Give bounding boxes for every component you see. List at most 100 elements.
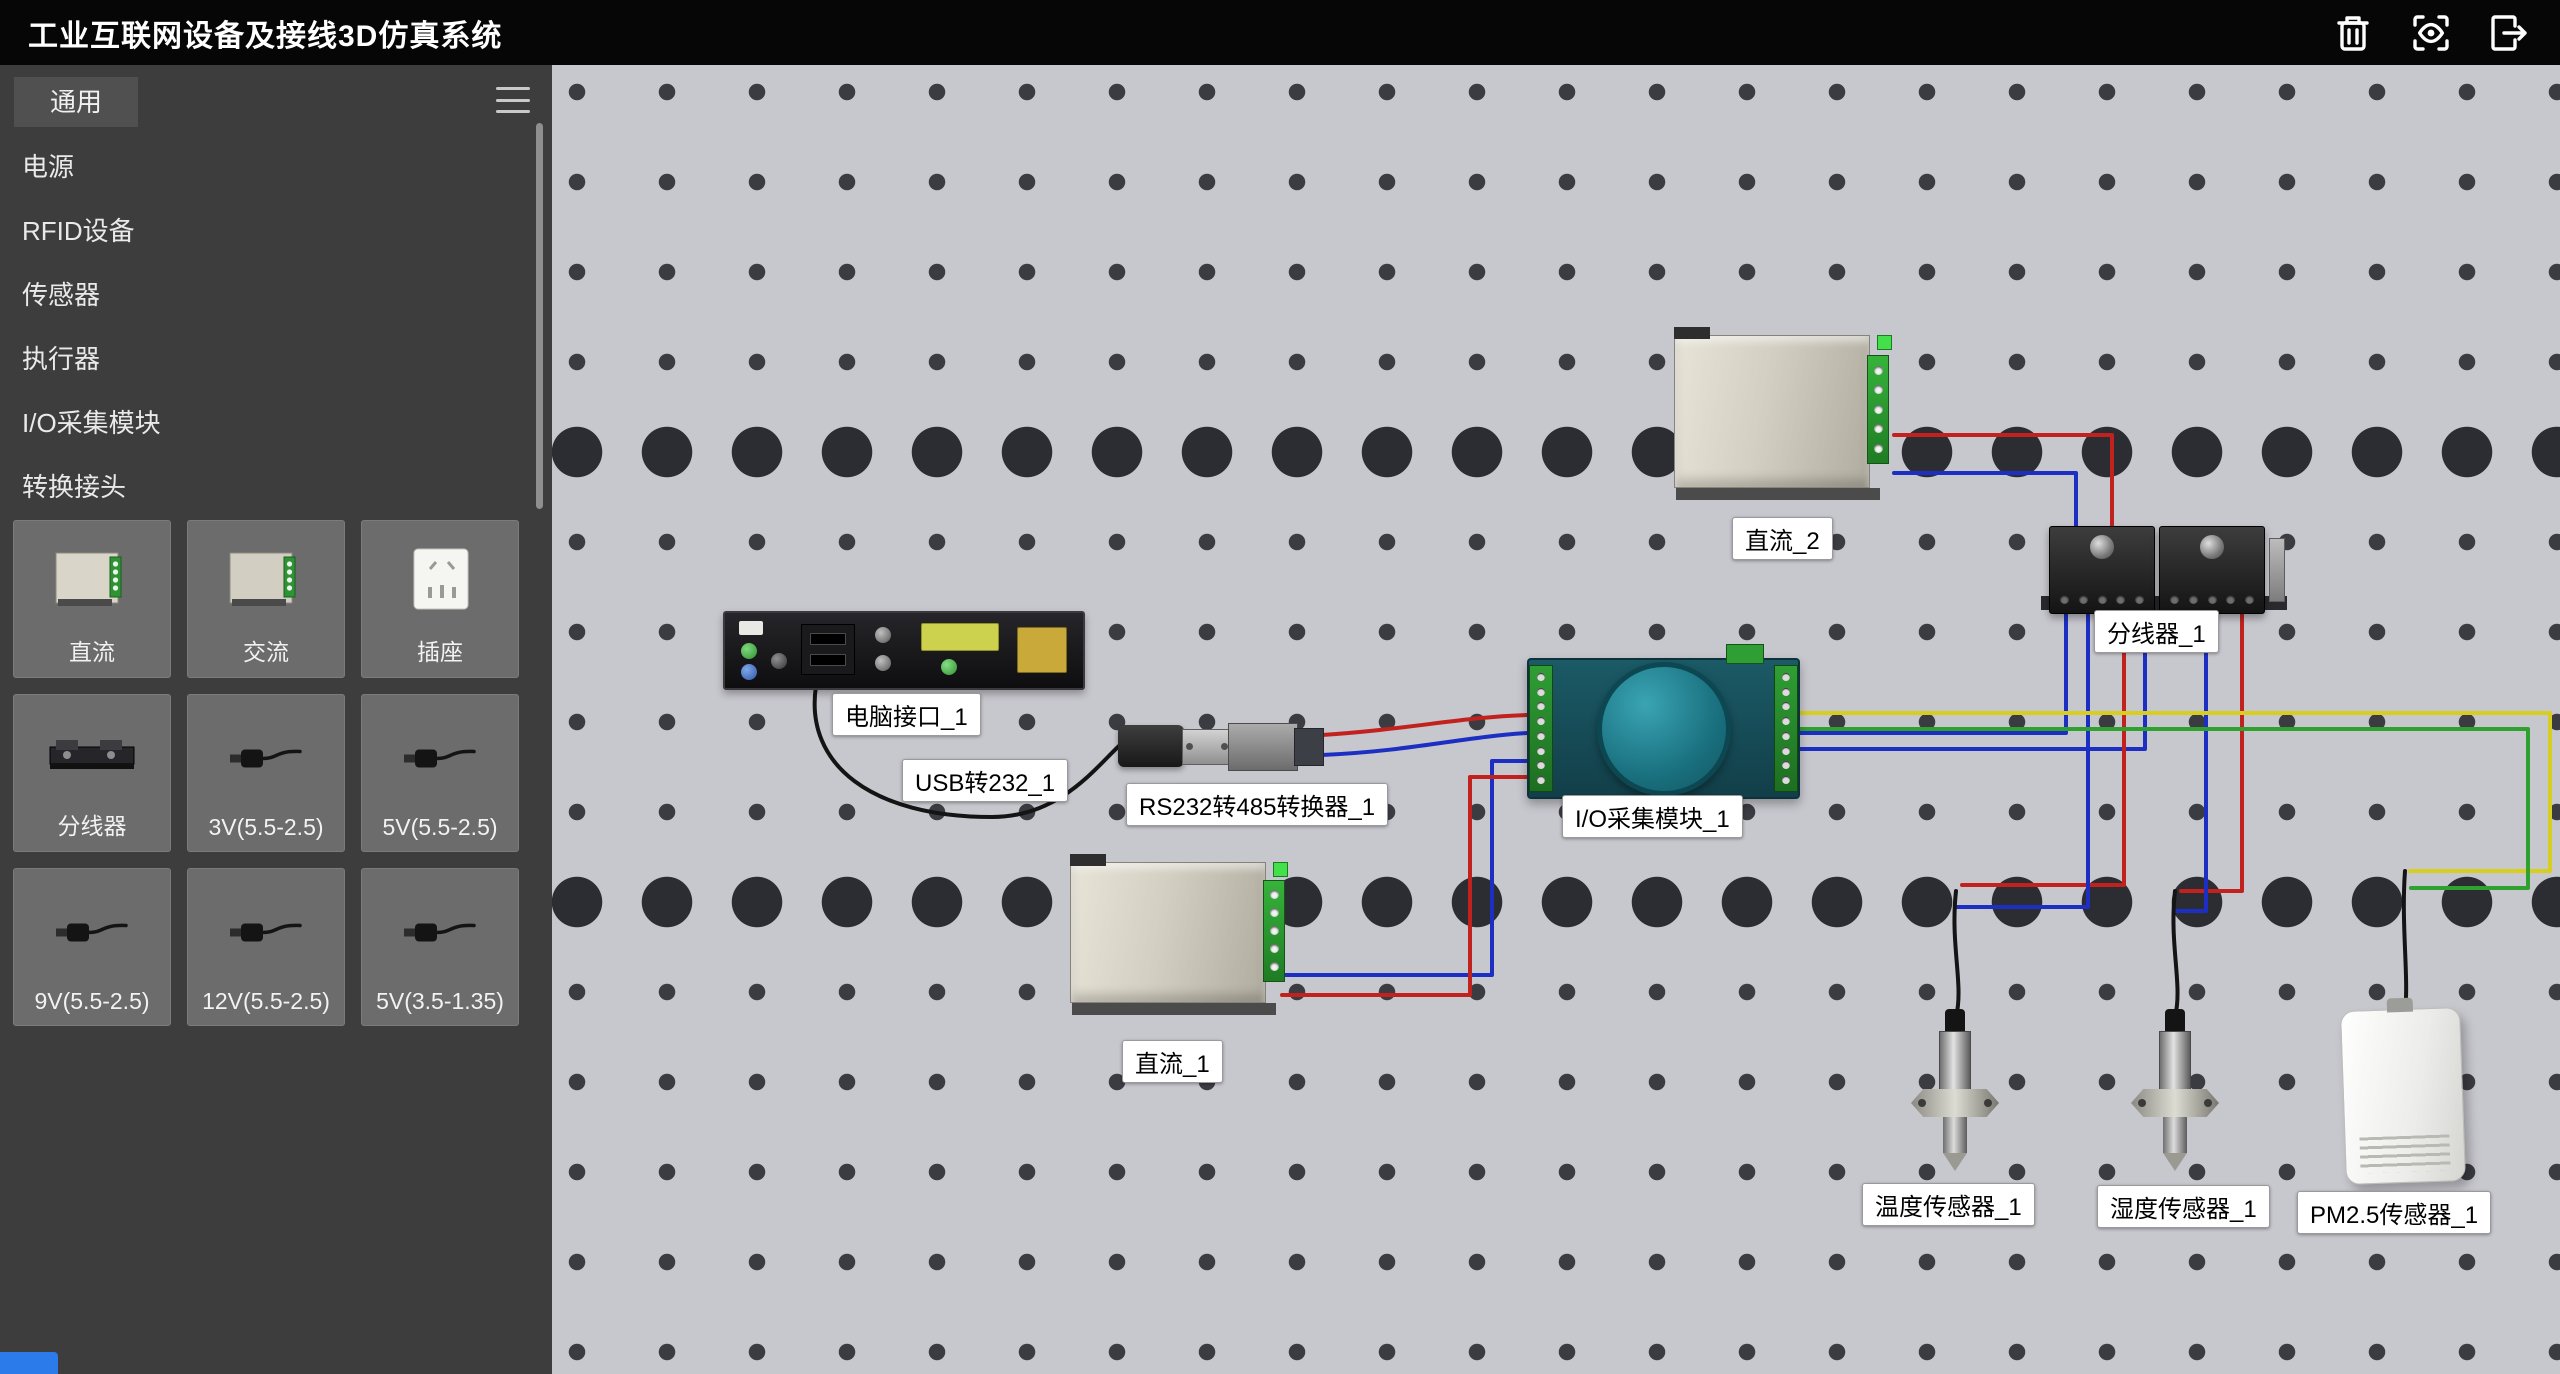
pc-usb-ports	[801, 624, 855, 675]
pc-yellow-block	[1017, 627, 1067, 673]
tile-label: 5V(3.5-1.35)	[376, 988, 504, 1015]
sidebar: 通用 电源 RFID设备 传感器 执行器 I/O采集模块 转换接头 直流	[0, 65, 552, 1374]
sidebar-scrollbar[interactable]	[536, 123, 543, 509]
component-tile-5v-b[interactable]: 5V(3.5-1.35)	[361, 868, 519, 1026]
probe-lower-body	[1943, 1115, 1967, 1153]
probe-cable-gland	[2165, 1009, 2185, 1033]
psu-base	[1072, 1003, 1276, 1015]
pc-audio-port-green	[741, 643, 757, 659]
io-disc	[1597, 662, 1731, 796]
component-palette: 直流 交流	[13, 520, 539, 1026]
sidebar-item-actuators[interactable]: 执行器	[0, 327, 532, 391]
device-humidity-sensor-1[interactable]	[2130, 1009, 2220, 1171]
component-tile-socket[interactable]: 插座	[361, 520, 519, 678]
tile-label: 交流	[243, 633, 289, 667]
probe-upper-body	[1939, 1031, 1971, 1091]
device-label: USB转232_1	[902, 759, 1068, 802]
ac-power-thumbnail	[216, 529, 316, 633]
cable-pm25-sensor	[2404, 871, 2406, 1013]
device-label: I/O采集模块_1	[1562, 795, 1743, 838]
probe-lower-body	[2163, 1115, 2187, 1153]
wire-blue-splitter-to-temp	[1956, 612, 2088, 907]
sidebar-item-sensors[interactable]: 传感器	[0, 263, 532, 327]
psu-terminal-strip	[1867, 355, 1889, 464]
wire-red-splitter-to-humidity	[2181, 612, 2242, 891]
bottom-left-partial-button[interactable]	[0, 1352, 58, 1374]
workspace-canvas[interactable]: 直流_2 电脑接口_1 USB转232_1 RS232转485转换器_1	[552, 65, 2560, 1374]
plug-thumbnail	[216, 703, 316, 814]
wire-green-io-to-pm25	[1796, 729, 2528, 888]
device-dc-power-2[interactable]	[1674, 327, 1894, 500]
exit-button[interactable]	[2480, 7, 2538, 59]
device-pm25-sensor-1[interactable]	[2340, 1007, 2466, 1185]
probe-upper-body	[2159, 1031, 2191, 1091]
device-io-module-1[interactable]	[1527, 658, 1800, 799]
wire-red-dc2-to-splitter	[1894, 435, 2112, 526]
screw-icon	[2090, 535, 2114, 559]
probe-mount-bracket	[2131, 1089, 2219, 1117]
view-button[interactable]	[2402, 7, 2460, 59]
page-title: 工业互联网设备及接线3D仿真系统	[28, 11, 502, 55]
plug-thumbnail	[390, 877, 490, 988]
component-tile-9v[interactable]: 9V(5.5-2.5)	[13, 868, 171, 1026]
menu-icon[interactable]	[496, 87, 530, 113]
device-pc-interface-1[interactable]	[723, 611, 1085, 690]
pc-port-dark	[771, 653, 787, 669]
splitter-block	[2049, 526, 2155, 614]
device-label: 直流_1	[1122, 1040, 1223, 1083]
device-label: PM2.5传感器_1	[2297, 1191, 2491, 1234]
psu-notch	[1674, 327, 1710, 339]
wire-blue-converter-to-io	[1322, 733, 1527, 755]
psu-led	[1273, 862, 1288, 877]
pc-yellow-label	[921, 623, 999, 651]
usb232-body	[1118, 725, 1184, 767]
device-label: 电脑接口_1	[832, 693, 981, 736]
scrollbar-thumb[interactable]	[536, 123, 543, 509]
device-splitter-1[interactable]	[2049, 526, 2269, 612]
device-label: 湿度传感器_1	[2097, 1185, 2270, 1228]
splitter-thumbnail	[42, 703, 142, 807]
psu-terminal-strip	[1263, 880, 1285, 982]
device-temp-sensor-1[interactable]	[1910, 1009, 2000, 1171]
probe-cable-gland	[1945, 1009, 1965, 1033]
tile-label: 直流	[69, 633, 115, 667]
device-dc-power-1[interactable]	[1070, 854, 1290, 1015]
tile-label: 9V(5.5-2.5)	[34, 988, 149, 1015]
splitter-endcap	[2269, 538, 2285, 602]
device-usb232-rs485-assembly[interactable]	[1118, 713, 1322, 779]
dc-power-thumbnail	[42, 529, 142, 633]
probe-mount-bracket	[1911, 1089, 1999, 1117]
sidebar-item-rfid[interactable]: RFID设备	[0, 199, 532, 263]
psu-body	[1674, 335, 1870, 488]
screw-icon	[2200, 535, 2224, 559]
trash-icon	[2326, 9, 2380, 57]
psu-base	[1676, 488, 1880, 500]
sidebar-item-adapters[interactable]: 转换接头	[0, 455, 532, 519]
sidebar-item-io-modules[interactable]: I/O采集模块	[0, 391, 532, 455]
tab-general[interactable]: 通用	[14, 77, 138, 127]
io-top-terminal	[1726, 644, 1764, 664]
wire-blue-splitter-to-humidity	[2175, 612, 2206, 911]
component-tile-12v[interactable]: 12V(5.5-2.5)	[187, 868, 345, 1026]
db9-connector	[1182, 729, 1232, 765]
psu-notch	[1070, 854, 1106, 866]
tile-label: 分线器	[58, 807, 127, 841]
category-list: 电源 RFID设备 传感器 执行器 I/O采集模块 转换接头	[0, 135, 532, 519]
component-tile-splitter[interactable]: 分线器	[13, 694, 171, 852]
delete-button[interactable]	[2324, 7, 2382, 59]
device-label: 分线器_1	[2094, 610, 2219, 653]
tile-label: 插座	[417, 633, 463, 667]
tile-label: 5V(5.5-2.5)	[382, 814, 497, 841]
pc-port-silver	[875, 655, 891, 671]
component-tile-3v[interactable]: 3V(5.5-2.5)	[187, 694, 345, 852]
sidebar-item-power[interactable]: 电源	[0, 135, 532, 199]
pc-port-silver	[875, 627, 891, 643]
tile-label: 12V(5.5-2.5)	[202, 988, 330, 1015]
pm25-cable-nub	[2387, 998, 2413, 1013]
component-tile-dc[interactable]: 直流	[13, 520, 171, 678]
component-tile-ac[interactable]: 交流	[187, 520, 345, 678]
component-tile-5v-a[interactable]: 5V(5.5-2.5)	[361, 694, 519, 852]
psu-led	[1877, 335, 1892, 350]
wire-blue-dc2-to-splitter	[1894, 473, 2076, 526]
rs485-terminal	[1294, 728, 1324, 766]
